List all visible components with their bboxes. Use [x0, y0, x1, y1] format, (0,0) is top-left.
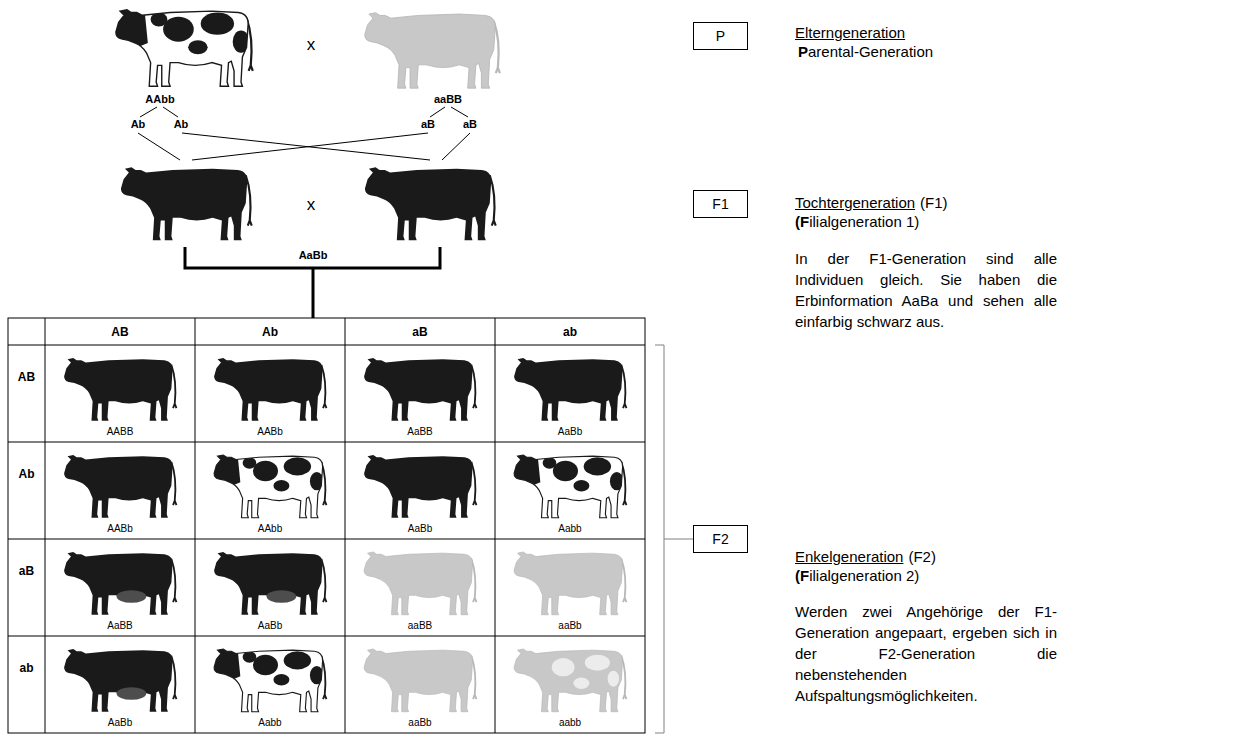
- gamete-header: aB: [412, 324, 427, 338]
- cow-figure: [64, 455, 176, 518]
- genotype-label: AaBb: [299, 249, 328, 262]
- gamete-header: AB: [111, 324, 128, 338]
- gamete-label: Ab: [174, 118, 189, 131]
- cow-figure: [214, 358, 326, 421]
- gamete-header: ab: [563, 324, 577, 338]
- cow-figure: [121, 167, 252, 240]
- table-border: [8, 318, 645, 733]
- generation-subtitle: (Filialgeneration 2): [795, 567, 919, 585]
- genotype-label: AABB: [107, 426, 134, 438]
- genotype-label: AaBb: [558, 426, 582, 438]
- genotype-label: AABb: [107, 523, 133, 535]
- genotype-label: aaBB: [408, 620, 432, 632]
- cow-figure: [513, 448, 626, 518]
- cow-figure: [364, 552, 476, 615]
- genotype-label: Aabb: [558, 523, 581, 535]
- gamete-label: aB: [421, 118, 435, 131]
- gamete-header: aB: [19, 564, 34, 578]
- explanation-text: In der F1-Generation sind alle Individue…: [795, 248, 1057, 332]
- genotype-label: AaBB: [107, 620, 133, 632]
- cow-figure: [514, 649, 626, 712]
- cow-figure: [364, 649, 476, 712]
- gamete-header: Ab: [262, 324, 278, 338]
- genotype-label: AaBb: [108, 717, 132, 729]
- f2-bracket: [655, 345, 693, 733]
- cow-figure: [213, 448, 326, 518]
- generation-code: (F1): [920, 194, 948, 212]
- cow-figure: [364, 455, 476, 518]
- cow-figure: [114, 1, 252, 86]
- genotype-label: AaBb: [408, 523, 432, 535]
- table-grid: [8, 318, 645, 733]
- cow-figure: [64, 552, 176, 615]
- cow-figure: [213, 642, 326, 712]
- genotype-label: aabb: [559, 717, 581, 729]
- cross-symbol: x: [307, 195, 316, 215]
- gamete-label: aB: [463, 118, 477, 131]
- cow-figure: [214, 552, 326, 615]
- generation-subtitle: (Filialgeneration 1): [795, 213, 919, 231]
- generation-heading: Elterngeneration: [795, 24, 905, 42]
- cross-symbol: x: [307, 35, 316, 55]
- genotype-label: AAbb: [258, 523, 282, 535]
- generation-heading: Enkelgeneration: [795, 548, 903, 566]
- cow-figure: [365, 13, 500, 88]
- generation-code: F2: [712, 531, 728, 547]
- gamete-header: AB: [18, 370, 35, 384]
- gamete-header: Ab: [19, 467, 35, 481]
- cow-figure: [64, 649, 176, 712]
- cow-figure: [64, 358, 176, 421]
- cow-figure: [514, 358, 626, 421]
- genotype-label: Aabb: [258, 717, 281, 729]
- generation-code: P: [716, 28, 725, 44]
- genotype-label: aaBb: [558, 620, 581, 632]
- cross-line: [138, 133, 470, 160]
- generation-box: P: [693, 22, 748, 50]
- generation-code: F1: [712, 196, 728, 212]
- genotype-label: AABb: [257, 426, 283, 438]
- generation-box: F1: [693, 190, 748, 218]
- cow-figure: [514, 552, 626, 615]
- genotype-label: AAbb: [145, 93, 174, 106]
- explanation-text: Werden zwei Angehörige der F1-Generation…: [795, 601, 1057, 706]
- cow-figure: [365, 167, 496, 240]
- genotype-label: aaBB: [434, 93, 462, 106]
- gamete-line: [140, 107, 468, 117]
- genotype-label: AaBb: [258, 620, 282, 632]
- cow-figure: [364, 358, 476, 421]
- generation-code: (F2): [908, 548, 936, 566]
- gamete-label: Ab: [131, 118, 146, 131]
- genotype-label: AaBB: [407, 426, 433, 438]
- generation-subtitle: Parental-Generation: [798, 43, 933, 61]
- pairing-bracket: [185, 247, 440, 318]
- gamete-header: ab: [19, 661, 33, 675]
- generation-heading: Tochtergeneration: [795, 194, 915, 212]
- genotype-label: aaBb: [408, 717, 431, 729]
- generation-box: F2: [693, 525, 748, 553]
